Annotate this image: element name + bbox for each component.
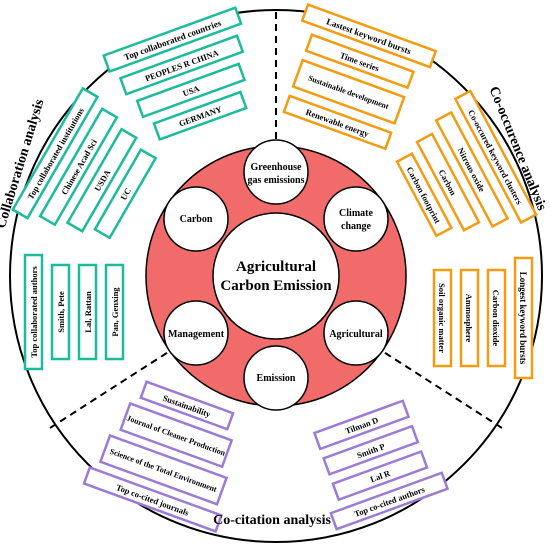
topic-5-line1: Carbon xyxy=(180,214,213,225)
topic-1-line1: Climate xyxy=(339,208,373,219)
topic-1-line2: change xyxy=(341,221,372,232)
latest-bursts-group: Lastest keyword bursts Time series Susta… xyxy=(282,3,438,151)
longest-label-2: Soil organic matter xyxy=(437,283,447,353)
cocited-authors-header-box xyxy=(329,471,450,531)
center-hub: Agricultural Carbon Emission Greenhouse … xyxy=(145,139,407,411)
topic-node-management: Management xyxy=(163,300,229,366)
authors-header-box xyxy=(23,253,44,371)
topic-3-line1: Emission xyxy=(257,373,296,384)
divider-left xyxy=(49,348,174,429)
burst-box-2 xyxy=(282,94,393,151)
topic-circle-0 xyxy=(243,139,309,205)
longest-label-0: Carbon dioxide xyxy=(491,290,501,347)
topic-node-greenhouse: Greenhouse gas emissions xyxy=(243,139,309,205)
journal-box-0 xyxy=(139,380,235,431)
journal-box-1 xyxy=(119,401,234,469)
longest-box-1 xyxy=(459,268,480,368)
cocited-author-box-0 xyxy=(312,399,411,451)
institution-box-2 xyxy=(93,147,158,240)
outer-circle xyxy=(9,9,543,543)
center-title-line2: Carbon Emission xyxy=(220,278,332,294)
collab-author-box-2 xyxy=(104,263,125,361)
topic-0-line1: Greenhouse xyxy=(251,162,302,173)
topic-0-line2: gas emissions xyxy=(248,175,305,186)
cocited-author-box-2 xyxy=(331,449,429,502)
topic-node-emission: Emission xyxy=(243,345,309,411)
longest-bursts-group: Longest keyword bursts Carbon dioxide Am… xyxy=(432,256,534,380)
collab-authors-header: Top collaborated authors xyxy=(29,266,39,358)
cluster-box-1 xyxy=(415,132,481,232)
cocitation-title: Co-citation analysis xyxy=(213,513,331,528)
keyword-clusters-group: Co-occured keyword clusters Nitrous oxid… xyxy=(395,89,538,238)
collab-countries-group: Top collaborated countries PEOPLES R CHI… xyxy=(102,6,248,142)
institution-box-0 xyxy=(38,107,119,227)
collab-author-label-0: Smith, Pete xyxy=(56,291,66,333)
cocited-author-box-1 xyxy=(322,424,420,476)
collab-author-box-0 xyxy=(50,263,71,361)
journal-box-2 xyxy=(98,433,229,506)
topic-circle-3 xyxy=(243,345,309,411)
topic-circle-2 xyxy=(323,300,389,366)
burst-box-0 xyxy=(304,33,416,90)
longest-header-box xyxy=(513,256,534,380)
topic-circle-4 xyxy=(163,300,229,366)
clusters-header-box xyxy=(453,89,538,225)
institution-box-1 xyxy=(65,127,138,233)
longest-box-2 xyxy=(432,268,453,368)
collab-authors-group: Top collaborated authors Smith, Pete Lal… xyxy=(23,253,125,371)
center-title-line1: Agricultural xyxy=(236,259,316,275)
collab-author-label-2: Pan, Genxing xyxy=(110,287,120,337)
topic-circle-1 xyxy=(323,186,389,252)
divider-right xyxy=(378,348,503,429)
institutions-header-box xyxy=(11,86,100,220)
section-dividers xyxy=(49,12,503,429)
country-box-1 xyxy=(135,62,247,119)
country-box-2 xyxy=(152,90,248,142)
countries-header-box xyxy=(102,6,243,74)
cluster-box-0 xyxy=(434,110,510,229)
collab-author-label-1: Lal, Rattan xyxy=(83,291,93,333)
longest-label-1: Ammosphere xyxy=(464,294,474,343)
collaboration-section: Top collaborated countries PEOPLES R CHI… xyxy=(0,6,248,371)
journals-header-box xyxy=(82,465,224,533)
center-circle xyxy=(212,212,340,340)
topic-4-line1: Management xyxy=(168,329,225,340)
cocited-authors-group: Tilman D Smith P Lal R Top co-cited auth… xyxy=(312,399,450,531)
topic-node-climate: Climate change xyxy=(323,186,389,252)
longest-box-0 xyxy=(486,268,507,368)
cooccurrence-section: Lastest keyword bursts Time series Susta… xyxy=(282,3,549,380)
longest-header: Longest keyword bursts xyxy=(518,272,528,365)
topic-node-carbon: Carbon xyxy=(163,186,229,252)
country-box-0 xyxy=(118,34,245,96)
topic-circle-5 xyxy=(163,186,229,252)
topic-node-agricultural: Agricultural xyxy=(323,300,389,366)
bursts-header-box xyxy=(300,3,438,69)
cluster-box-2 xyxy=(395,152,454,238)
topic-2-line1: Agricultural xyxy=(329,329,383,340)
burst-box-1 xyxy=(291,58,406,125)
collab-author-box-1 xyxy=(77,263,98,361)
